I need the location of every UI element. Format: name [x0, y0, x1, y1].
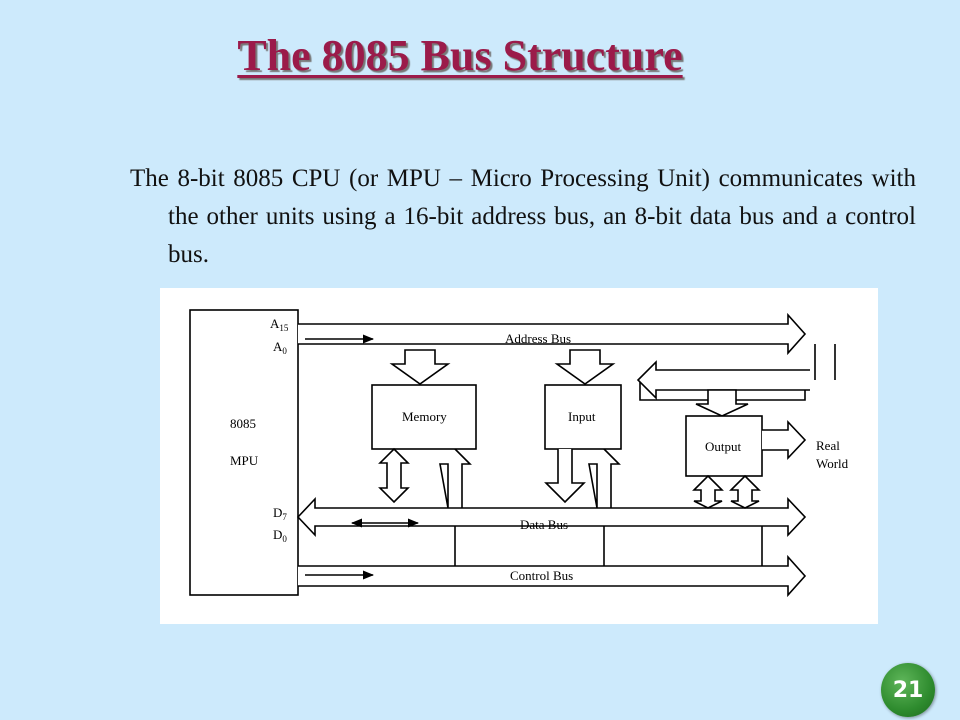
data-bus-arrow [296, 496, 807, 538]
real-world-out-arrow [762, 419, 807, 461]
data-bus-label: Data Bus [520, 517, 568, 532]
memory-address-arrow [389, 349, 451, 385]
input-control-arrow [588, 448, 621, 509]
memory-block [371, 384, 477, 450]
pin-a0-label: A0 [273, 339, 287, 356]
slide-title: The 8085 Bus Structure [237, 31, 683, 80]
output-control-arrow [729, 474, 761, 509]
real-world-label-1: Real [816, 438, 840, 453]
output-block [685, 415, 763, 477]
control-bus-arrow [298, 554, 807, 598]
pin-a15-label: A15 [270, 316, 289, 333]
pin-d7-label: D7 [273, 505, 287, 522]
mpu-name: 8085 [230, 416, 256, 431]
memory-label: Memory [402, 409, 447, 424]
mpu-label: MPU [230, 453, 259, 468]
output-data-arrow [692, 474, 724, 509]
memory-data-arrow [378, 447, 410, 504]
output-address-arrow [695, 389, 749, 417]
address-bus-label: Address Bus [505, 331, 571, 346]
control-bus-label: Control Bus [510, 568, 573, 583]
page-number-badge: 21 [881, 663, 935, 717]
input-data-arrow [544, 449, 586, 504]
pin-d0-label: D0 [273, 527, 287, 544]
input-address-arrow [554, 349, 616, 385]
mpu-block [189, 309, 299, 596]
output-address-stub [814, 344, 836, 380]
real-world-label-2: World [816, 456, 849, 471]
memory-control-arrow [439, 448, 472, 509]
output-label: Output [705, 439, 742, 454]
input-label: Input [568, 409, 596, 424]
real-world-in-arrow [636, 360, 810, 400]
address-bus-arrow [298, 312, 807, 356]
slide-body-text: The 8-bit 8085 CPU (or MPU – Micro Proce… [130, 165, 916, 268]
bus-structure-diagram: 8085 MPU A15 A0 D7 D0 Address Bus Memory… [160, 288, 878, 624]
input-block [544, 384, 622, 450]
